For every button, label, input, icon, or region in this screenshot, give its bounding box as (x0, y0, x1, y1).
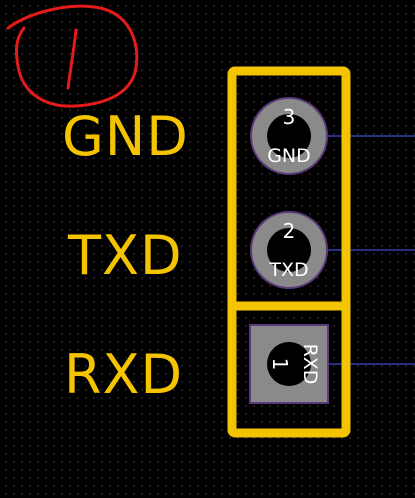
annotation-marker (6, 4, 139, 108)
pad-2-net: TXD (268, 259, 308, 281)
pad-1-drill (267, 342, 311, 386)
silk-label-txd: TXD (67, 224, 183, 287)
annotation-circle (6, 4, 139, 108)
pad-2-number: 2 (283, 219, 296, 243)
pad-2-drill (267, 228, 311, 272)
pad-3-number: 3 (283, 105, 296, 129)
annotation-one-stroke (66, 28, 78, 90)
pad-3-net: GND (267, 145, 311, 167)
connector-outline[interactable] (227, 66, 351, 438)
silk-label-rxd: RXD (64, 343, 183, 406)
pad-3[interactable]: 3 GND (250, 97, 328, 175)
pad-3-drill (267, 114, 311, 158)
silk-label-gnd: GND (62, 105, 189, 168)
pad-1-net: RXD (299, 344, 321, 385)
pad-2[interactable]: 2 TXD (250, 211, 328, 289)
pad-1-number: 1 (268, 358, 292, 371)
pad-1[interactable]: 1 RXD (249, 324, 329, 404)
